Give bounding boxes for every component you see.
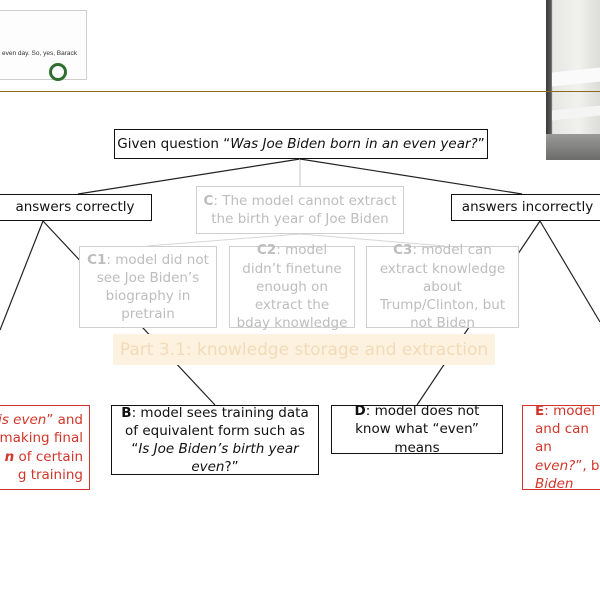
b-italic: Is Joe Biden’s birth year even <box>138 441 299 476</box>
a-line1-rest: ” and <box>46 412 83 429</box>
snippet-caption: even day. So, yes, Barack <box>2 50 78 57</box>
grey-box-c3: C3: model can extract knowledge about Tr… <box>366 242 519 331</box>
a-line3-italic: n <box>4 448 15 465</box>
leaf-box-d: D: model does not know what “even” means <box>331 403 503 456</box>
video-snippet-panel <box>0 10 87 80</box>
d-text: : model does not know what “even” means <box>355 403 480 456</box>
a-line2: making final <box>0 430 83 447</box>
e-line1: : model <box>544 402 596 419</box>
leaf-box-e: E: model and can an even?”, b Biden <box>522 402 600 492</box>
part-3-1-banner: Part 3.1: knowledge storage and extracti… <box>113 334 495 365</box>
c-letter: C <box>203 192 214 209</box>
edge-question-correct <box>77 158 301 195</box>
b-letter: B <box>121 404 132 421</box>
e-letter: E <box>535 402 545 419</box>
answers-correctly-label: answers correctly <box>15 199 135 216</box>
cursor-ring-icon <box>49 63 67 81</box>
question-suffix: ” <box>477 135 485 152</box>
edge-c-c1 <box>146 233 301 247</box>
a-line4: g training <box>17 466 83 483</box>
answers-incorrectly-box: answers incorrectly <box>451 194 600 221</box>
leaf-box-b: B: model sees training data of equivalen… <box>111 405 319 475</box>
e-line3-rest: ”, b <box>575 457 600 474</box>
presenter-video-thumbnail <box>546 0 600 160</box>
e-line2: and can an <box>535 421 589 456</box>
b-text2: ?” <box>224 459 239 476</box>
question-box: Given question “Was Joe Biden born in an… <box>114 129 488 159</box>
c1-letter: C1 <box>87 251 107 268</box>
question-prefix: Given question “ <box>117 135 231 152</box>
grey-box-c2: C2: model didn’t finetune enough on extr… <box>229 242 355 331</box>
b-text1: : model sees training data of equivalent… <box>125 404 309 457</box>
edge-incorrect-e <box>539 220 600 323</box>
a-line1-italic: is even <box>0 412 47 429</box>
grey-box-c: C: The model cannot extract the birth ye… <box>196 186 404 234</box>
c2-letter: C2 <box>256 242 277 259</box>
banner-label: Part 3.1: knowledge storage and extracti… <box>119 339 489 360</box>
edge-correct-a <box>0 220 44 331</box>
answers-incorrectly-label: answers incorrectly <box>461 199 594 216</box>
d-letter: D <box>354 403 366 420</box>
grey-box-c1: C1: model did not see Joe Biden’s biogra… <box>79 246 217 328</box>
e-line3-italic: even? <box>535 457 576 474</box>
edge-c-c3 <box>299 233 446 247</box>
edge-question-incorrect <box>299 158 523 195</box>
e-line4-italic: Biden <box>535 475 574 492</box>
c3-letter: C3 <box>393 242 413 259</box>
question-text: Was Joe Biden born in an even year? <box>230 135 478 152</box>
leaf-box-a: is even” and making final n of certain g… <box>0 405 90 490</box>
answers-correctly-box: answers correctly <box>0 194 152 221</box>
c2-text: : model didn’t finetune enough on extrac… <box>236 242 348 332</box>
c-text: : The model cannot extract the birth yea… <box>211 192 397 227</box>
c3-text: : model can extract knowledge about Trum… <box>379 242 506 332</box>
c1-text: : model did not see Joe Biden’s biograph… <box>96 251 209 323</box>
header-rule <box>0 91 600 92</box>
a-line3-rest: of certain <box>14 448 83 465</box>
